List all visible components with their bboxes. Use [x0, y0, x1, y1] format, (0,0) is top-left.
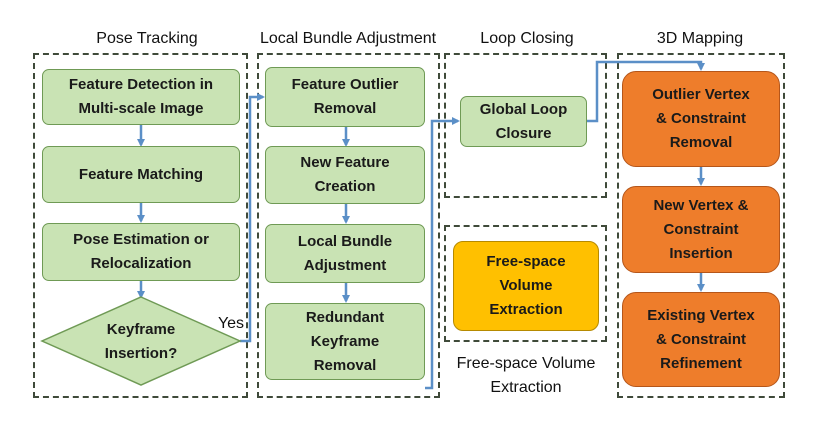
node-new-vertex-insertion: New Vertex & Constraint Insertion	[622, 186, 780, 273]
edge-label-yes: Yes	[217, 315, 245, 332]
node-global-loop-closure: Global Loop Closure	[460, 96, 587, 147]
section-title-3d-mapping: 3D Mapping	[656, 30, 744, 47]
edge-redundant-to-loop	[425, 117, 460, 390]
section-title-pose-tracking: Pose Tracking	[96, 30, 198, 47]
node-keyframe-insertion: Keyframe Insertion?	[104, 321, 178, 362]
group-pose-tracking	[33, 53, 248, 398]
group-freespace	[444, 225, 607, 342]
node-local-bundle-adjustment: Local Bundle Adjustment	[265, 224, 425, 283]
section-title-loop-closing: Loop Closing	[480, 30, 574, 47]
group-loop-closing	[444, 53, 607, 198]
node-redundant-keyframe-removal: Redundant Keyframe Removal	[265, 303, 425, 380]
node-pose-estimation: Pose Estimation or Relocalization	[42, 223, 240, 281]
edge-loop-to-mapping	[587, 60, 705, 123]
section-title-local-ba: Local Bundle Adjustment	[259, 30, 437, 47]
section-title-freespace: Free-space Volume Extraction	[456, 355, 596, 396]
node-existing-vertex-refinement: Existing Vertex & Constraint Refinement	[622, 292, 780, 387]
node-feature-detection: Feature Detection in Multi-scale Image	[42, 69, 240, 125]
node-feature-outlier-removal: Feature Outlier Removal	[265, 67, 425, 127]
keyframe-insertion-diamond	[40, 296, 242, 386]
group-local-ba	[257, 53, 440, 398]
group-3d-mapping	[617, 53, 785, 398]
node-feature-matching: Feature Matching	[42, 146, 240, 203]
node-outlier-vertex-removal: Outlier Vertex & Constraint Removal	[622, 71, 780, 167]
node-new-feature-creation: New Feature Creation	[265, 146, 425, 204]
node-freespace-volume-extraction: Free-space Volume Extraction	[453, 241, 599, 331]
edge-keyframe-yes-to-outlier	[240, 93, 265, 343]
